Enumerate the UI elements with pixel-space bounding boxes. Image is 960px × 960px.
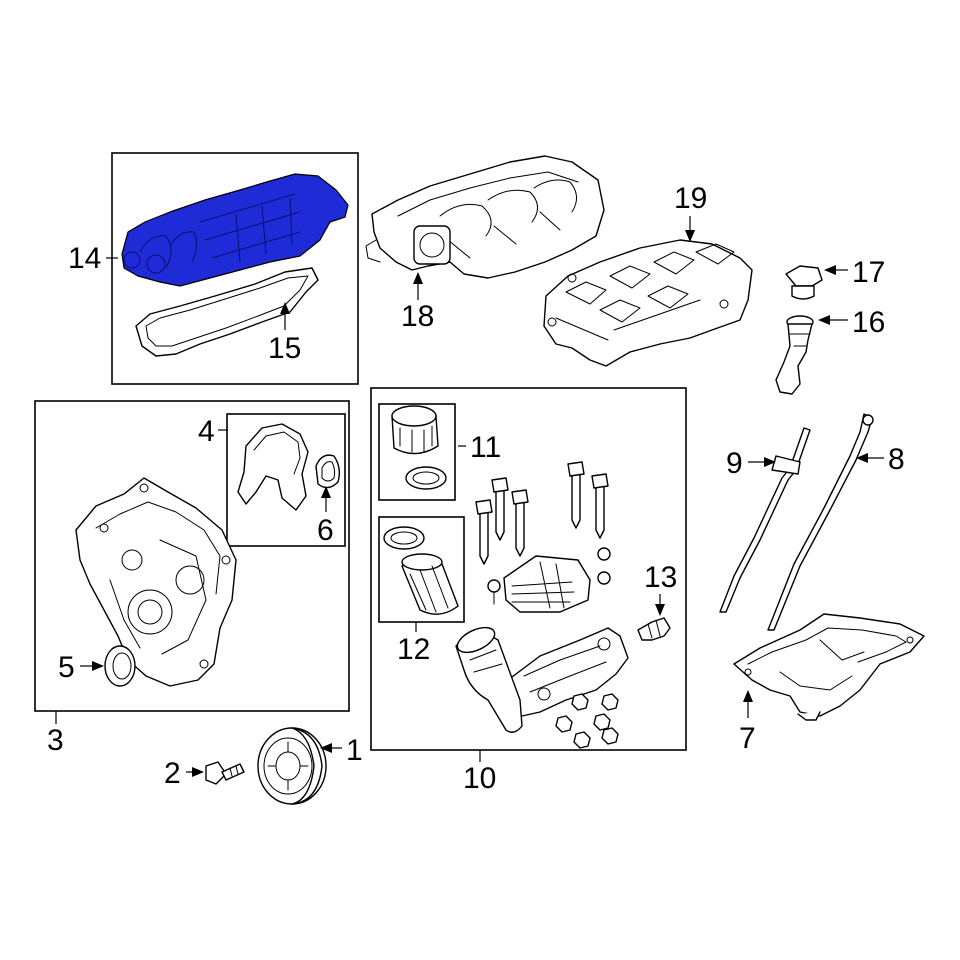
callout-8: 8 [888,443,905,476]
callout-11: 11 [470,431,501,464]
timing-cover-gasket-part-4[interactable] [237,423,309,511]
callout-17: 17 [852,256,885,289]
housing-bolts [475,461,609,565]
callout-12: 12 [397,633,430,666]
oil-filter-element-part-12[interactable] [383,526,459,615]
oil-filler-tube-part-16[interactable] [775,315,814,395]
callout-10: 10 [463,762,496,795]
front-seal-part-5[interactable] [104,645,136,687]
callout-2: 2 [164,757,181,790]
gasket-part-6[interactable] [315,454,341,489]
group-frame-oil-filter-housing [370,387,687,751]
oil-filter-cap-part-11[interactable] [391,405,447,490]
group-frame-timing-cover [34,400,350,712]
damper-bolt-part-2[interactable] [205,761,245,785]
callout-7: 7 [739,722,756,755]
callout-5: 5 [58,651,75,684]
callout-18: 18 [401,300,434,333]
callout-3: 3 [47,724,64,757]
group-frame-valve-cover [111,152,359,385]
oil-pan-part-7[interactable] [733,613,925,721]
callout-14: 14 [68,242,101,275]
oil-filter-housing-part-10[interactable] [454,461,629,749]
callout-1: 1 [346,734,363,767]
lower-intake-manifold-part-19[interactable] [543,239,753,367]
callout-9: 9 [726,447,743,480]
oil-pressure-sensor-part-13[interactable] [637,617,671,641]
callout-13: 13 [644,561,677,594]
callout-6: 6 [317,514,334,547]
leader-lines [55,216,884,777]
dipstick-tube-part-9[interactable] [719,427,811,613]
callout-19: 19 [674,182,707,215]
oil-filler-cap-part-17[interactable] [785,265,823,300]
valve-cover-part-14[interactable] [121,173,349,287]
valve-cover-gasket-part-15[interactable] [135,267,319,357]
dipstick-part-8[interactable] [767,413,874,631]
timing-cover-part-3[interactable] [75,477,237,687]
callout-15: 15 [268,332,301,365]
group-frame-filter-element [378,516,465,623]
callout-labels: 1 2 3 4 5 6 7 8 9 10 11 12 13 14 15 16 1… [47,182,905,795]
intake-manifold-part-18[interactable] [365,155,605,279]
crankshaft-damper-part-1[interactable] [257,727,327,805]
group-frame-gasket-set [226,413,346,547]
group-frame-filter-cap [378,403,456,501]
callout-16: 16 [852,306,885,339]
callout-4: 4 [198,415,215,448]
housing-nuts [555,693,619,749]
